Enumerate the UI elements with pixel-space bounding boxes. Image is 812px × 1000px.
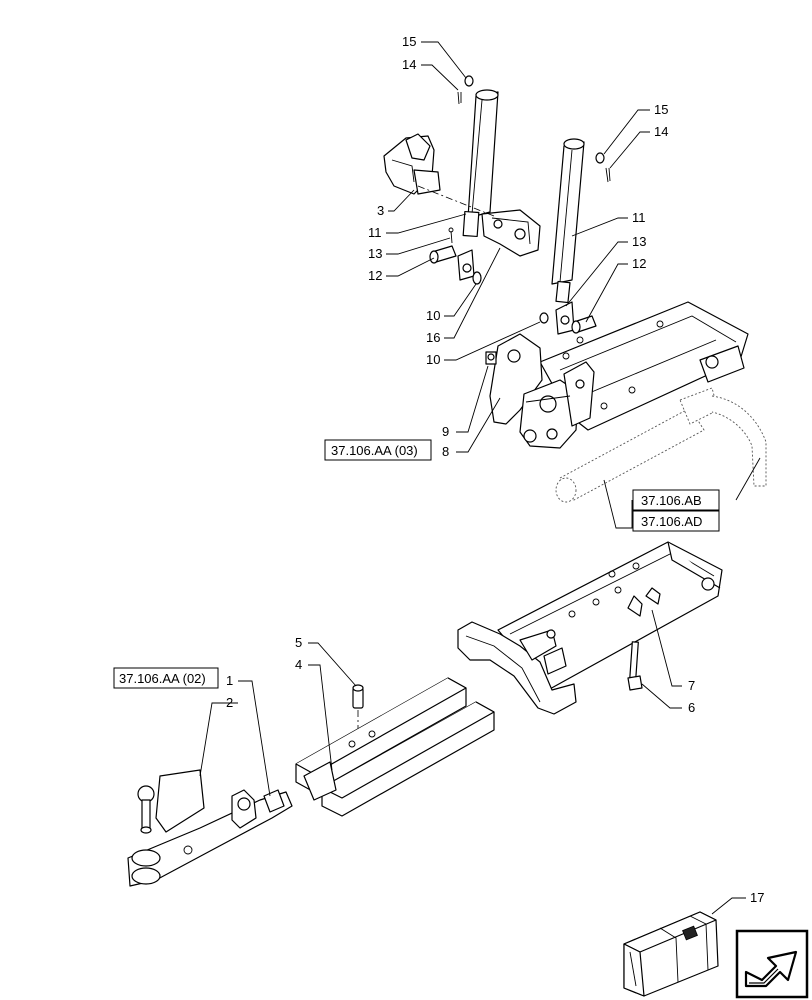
next-page-button[interactable] <box>735 929 809 999</box>
part-3-bracket <box>383 133 441 195</box>
callout-7: 7 <box>688 678 695 693</box>
upper-hitch-mechanism <box>485 333 595 449</box>
left-top-washer <box>457 75 474 105</box>
callout-12: 12 <box>368 268 382 283</box>
callout-10: 10 <box>426 308 440 323</box>
callout-1: 1 <box>226 673 233 688</box>
callout-6: 6 <box>688 700 695 715</box>
part-16-bracket <box>481 209 541 257</box>
ref-37-106-aa-03[interactable]: 37.106.AA (03) <box>324 439 432 461</box>
washer-10-upper <box>472 271 482 285</box>
hitch-pin-2 <box>137 769 205 834</box>
right-lift-rod <box>551 138 585 335</box>
callout-9: 9 <box>442 424 449 439</box>
callout-2: 2 <box>226 695 233 710</box>
callout-12-right: 12 <box>632 256 646 271</box>
callout-5: 5 <box>295 635 302 650</box>
left-lift-rod <box>457 89 499 281</box>
svg-text:37.106.AA (03): 37.106.AA (03) <box>331 443 418 458</box>
callout-13-right: 13 <box>632 234 646 249</box>
ref-37-106-ab[interactable]: 37.106.AB <box>632 489 720 511</box>
callout-11: 11 <box>368 225 382 240</box>
lower-side-plate <box>457 621 577 715</box>
callout-16: 16 <box>426 330 440 345</box>
callout-8: 8 <box>442 444 449 459</box>
callout-10-lower: 10 <box>426 352 440 367</box>
callout-14-right: 14 <box>654 124 668 139</box>
svg-text:37.106.AB: 37.106.AB <box>641 493 702 508</box>
pin-5 <box>352 684 364 709</box>
callout-17: 17 <box>750 890 764 905</box>
callout-numbers: 15 14 3 11 13 12 10 16 10 15 14 11 13 12… <box>226 34 764 905</box>
callout-15: 15 <box>402 34 416 49</box>
leader-lines <box>199 41 761 915</box>
svg-text:37.106.AD: 37.106.AD <box>641 514 702 529</box>
callout-13: 13 <box>368 246 382 261</box>
callout-3: 3 <box>377 203 384 218</box>
svg-text:37.106.AA (02): 37.106.AA (02) <box>119 671 206 686</box>
bolt-6 <box>627 641 643 691</box>
drawbar-1 <box>127 789 293 887</box>
drawbar-guide-4 <box>295 677 495 817</box>
callout-11-right: 11 <box>632 210 646 225</box>
crate-17 <box>623 911 719 997</box>
hydraulic-cylinder-ghost <box>555 387 767 503</box>
callout-14: 14 <box>402 57 416 72</box>
right-pin <box>539 152 611 334</box>
ref-37-106-ad[interactable]: 37.106.AD <box>632 510 720 532</box>
next-arrow-icon <box>744 950 798 988</box>
callout-4: 4 <box>295 657 302 672</box>
ref-37-106-aa-02[interactable]: 37.106.AA (02) <box>113 667 219 689</box>
callout-15-right: 15 <box>654 102 668 117</box>
left-pin <box>429 227 457 264</box>
